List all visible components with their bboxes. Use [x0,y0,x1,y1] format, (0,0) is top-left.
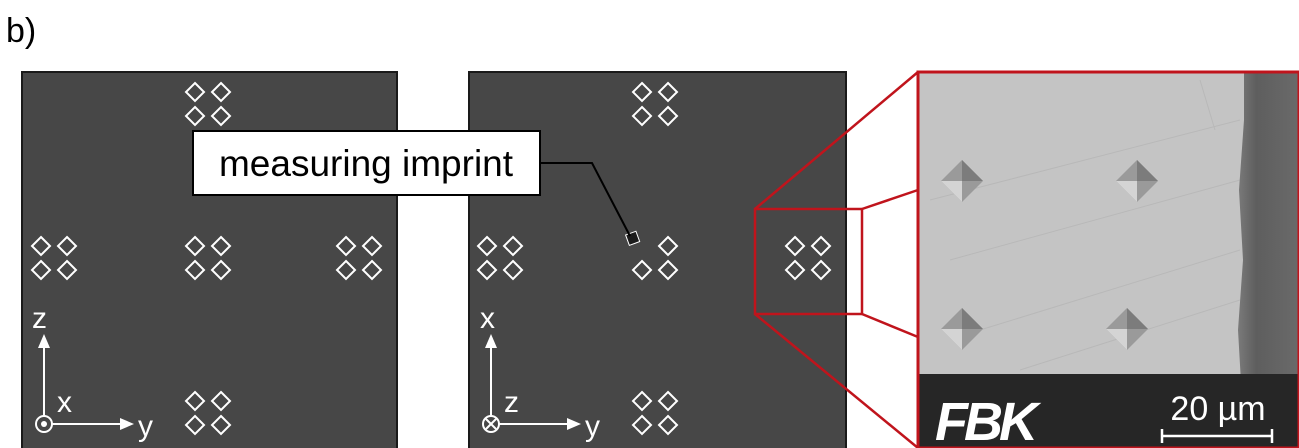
indent-diamond-icon [502,235,524,257]
indent-diamond-icon [30,235,52,257]
zoom-line-top-right [861,188,919,211]
micrograph: FBK 20 µm [918,72,1299,448]
indent-diamond-icon [335,235,357,257]
arrow-up-icon [485,334,497,348]
indent-diamond-icon [784,235,806,257]
arrow-right-icon [567,418,581,430]
indent-diamond-icon [56,235,78,257]
indent-bottom-left [941,308,983,350]
left-axes: z x y [32,302,153,443]
arrow-up-icon [38,334,50,348]
indent-diamond-icon [476,259,498,281]
indent-diamond-icon [631,81,653,103]
zoom-line-bottom-left [754,313,919,448]
indent-diamond-icon [657,259,679,281]
left-axis-horizontal-label: y [138,410,153,443]
indent-diamond-icon [210,390,232,412]
indent-diamond-icon [184,259,206,281]
indent-diamond-icon [184,414,206,436]
indent-diamond-icon [210,259,232,281]
indent-diamond-icon [502,259,524,281]
indent-diamond-icon [184,105,206,127]
callout-text: measuring imprint [219,143,514,184]
indent-diamond-icon [184,81,206,103]
indent-diamond-icon [210,414,232,436]
indent-diamond-icon [361,235,383,257]
arrow-right-icon [120,418,134,430]
fbk-logo: FBK [935,392,1042,448]
micrograph-frame [916,70,1299,448]
sample-edge [1238,72,1299,448]
zoom-line-top-left [754,71,919,210]
indent-diamond-icon [476,235,498,257]
indent-bottom-right [1106,308,1148,350]
left-axis-vertical-label: z [32,302,47,335]
right-axis-horizontal-label: y [585,410,600,443]
indent-diamond-icon [184,390,206,412]
indent-diamond-icon [210,81,232,103]
scale-bar [1160,429,1274,443]
indent-diamond-icon [810,259,832,281]
right-axis-out-of-plane-label: z [504,386,519,419]
indent-top-right [1116,160,1158,202]
right-sample-panel [468,71,847,448]
right-axes: x z y [480,302,600,443]
indent-diamond-icon [657,81,679,103]
left-sample-panel [21,71,398,448]
indent-diamond-icon [631,414,653,436]
zoom-region-box [753,207,864,316]
indent-diamond-icon [657,105,679,127]
scale-bar-label: 20 µm [1170,390,1265,428]
indent-diamond-icon [210,235,232,257]
right-axis-vertical-label: x [480,302,495,335]
indent-diamond-icon [784,259,806,281]
left-axis-out-of-plane-label: x [57,386,72,419]
zoom-line-bottom-right [861,312,919,339]
callout-leader-line [540,162,631,237]
left-imprint-pattern [30,81,383,436]
indent-diamond-icon [361,259,383,281]
panel-label: b) [6,12,36,50]
right-imprint-pattern [476,81,832,436]
indent-diamond-icon [335,259,357,281]
indent-diamond-icon [210,105,232,127]
indent-diamond-icon [631,259,653,281]
callout-box [192,130,541,196]
indent-diamond-icon [56,259,78,281]
indent-diamond-icon [30,259,52,281]
indent-top-left [941,160,983,202]
indent-diamond-icon [657,390,679,412]
indent-diamond-icon [657,235,679,257]
indent-diamond-icon [810,235,832,257]
indent-diamond-icon [631,105,653,127]
indent-diamond-icon [657,414,679,436]
indent-diamond-icon [631,390,653,412]
indent-diamond-icon [184,235,206,257]
